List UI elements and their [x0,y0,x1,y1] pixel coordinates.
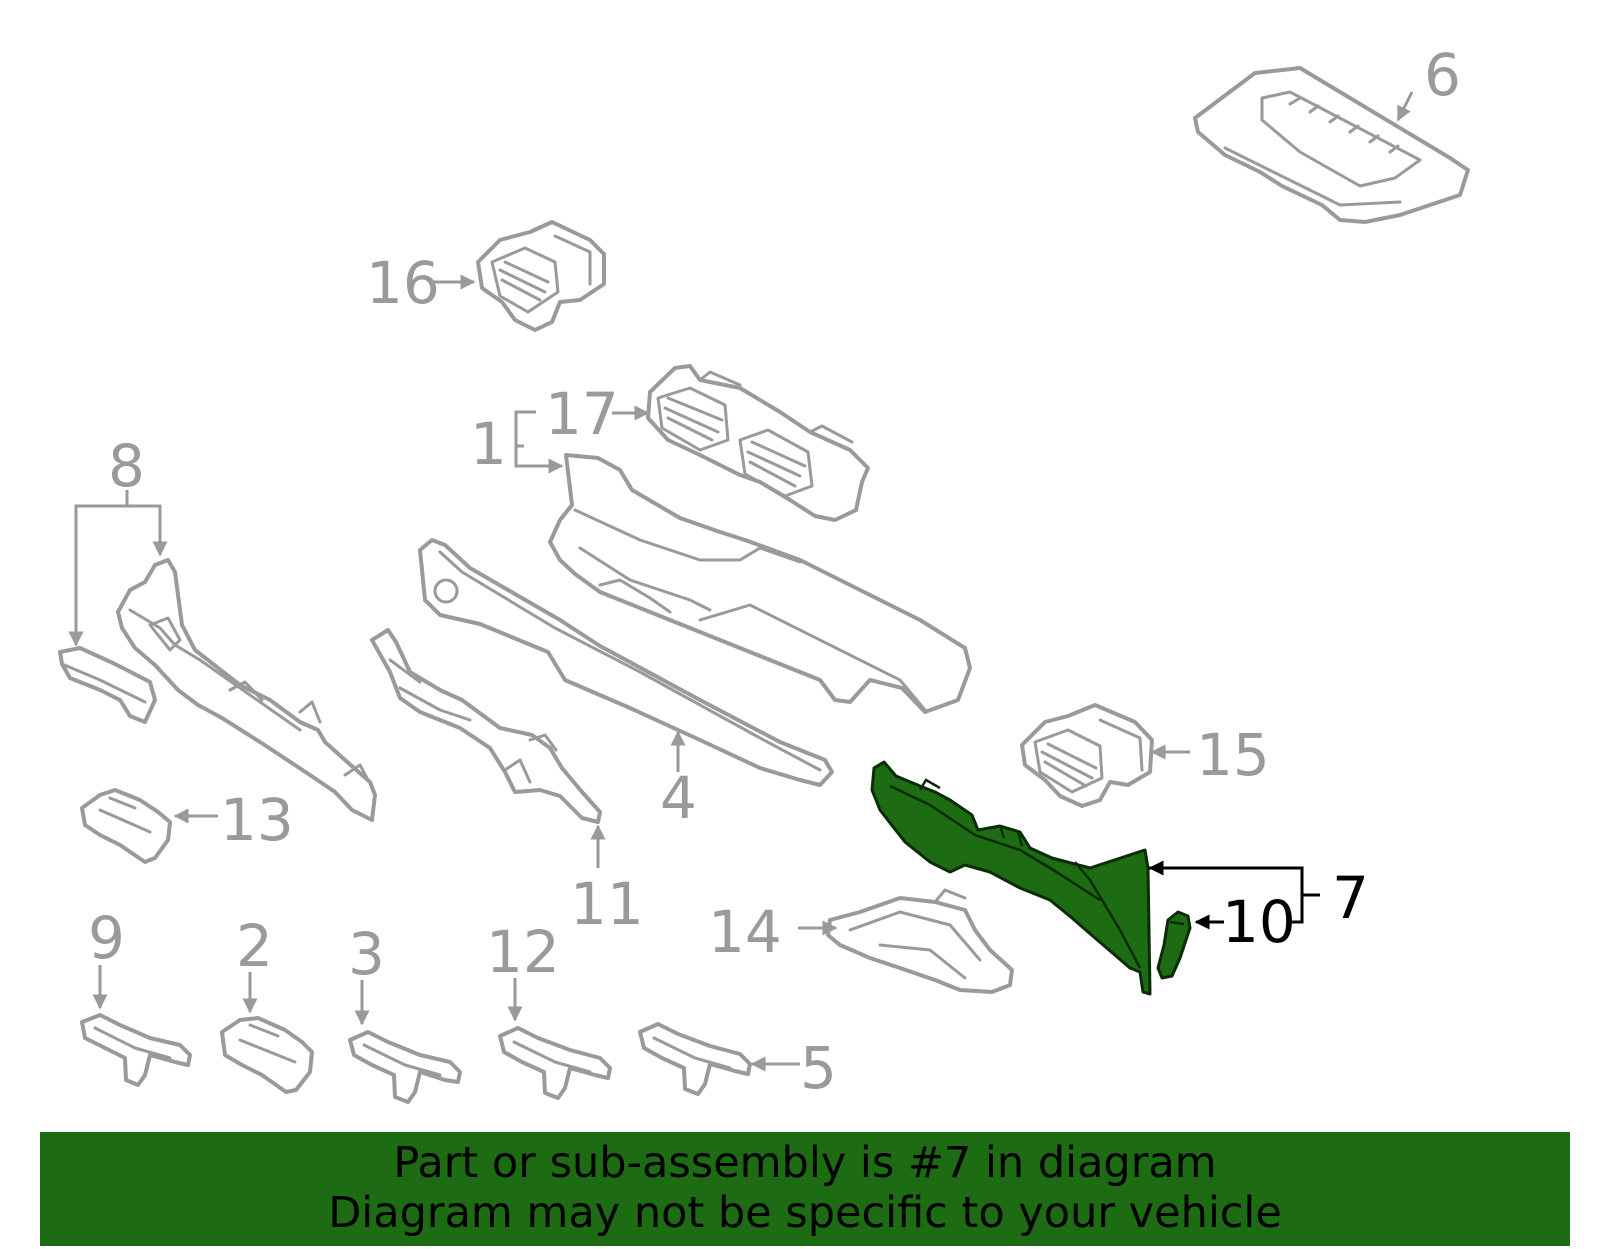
callout-7: 7 [1332,864,1369,932]
callout-12: 12 [486,918,560,986]
callout-1: 1 [470,410,507,478]
part-1-dash-panel [548,453,972,714]
part-11-bracket [370,628,602,824]
banner-line-1: Part or sub-assembly is #7 in diagram [393,1138,1217,1188]
callout-4: 4 [660,764,697,832]
part-4-trim-strip [418,538,834,787]
part-12-clip [498,1026,612,1100]
part-7-highlighted-panel [870,760,1152,996]
callout-6: 6 [1424,41,1461,109]
callout-9: 9 [88,904,125,972]
part-2-clip [220,1016,314,1094]
part-15-right-vent [1020,703,1154,808]
callout-14: 14 [708,898,782,966]
callout-15: 15 [1196,721,1270,789]
part-5-clip [638,1022,752,1096]
banner-line-2: Diagram may not be specific to your vehi… [328,1188,1282,1238]
callout-10: 10 [1222,888,1296,956]
part-6-cluster-trim [1193,66,1470,224]
callout-11: 11 [570,870,644,938]
part-10-highlighted-pin [1156,910,1192,980]
part-8-trim-end [58,646,157,724]
callout-5: 5 [800,1034,837,1102]
callout-16: 16 [366,249,440,317]
part-13-clip [80,788,172,864]
callout-17: 17 [545,380,619,448]
part-9-clip [80,1013,192,1087]
callout-2: 2 [236,912,273,980]
callout-13: 13 [220,786,294,854]
part-3-clip [348,1030,462,1104]
callout-3: 3 [348,920,385,988]
part-8-side-panel [116,558,377,822]
part-17-center-vents [646,364,870,522]
info-banner: Part or sub-assembly is #7 in diagram Di… [40,1132,1570,1246]
callout-8: 8 [108,432,145,500]
part-14-bracket [826,888,1014,994]
part-16-air-vent [476,220,606,332]
